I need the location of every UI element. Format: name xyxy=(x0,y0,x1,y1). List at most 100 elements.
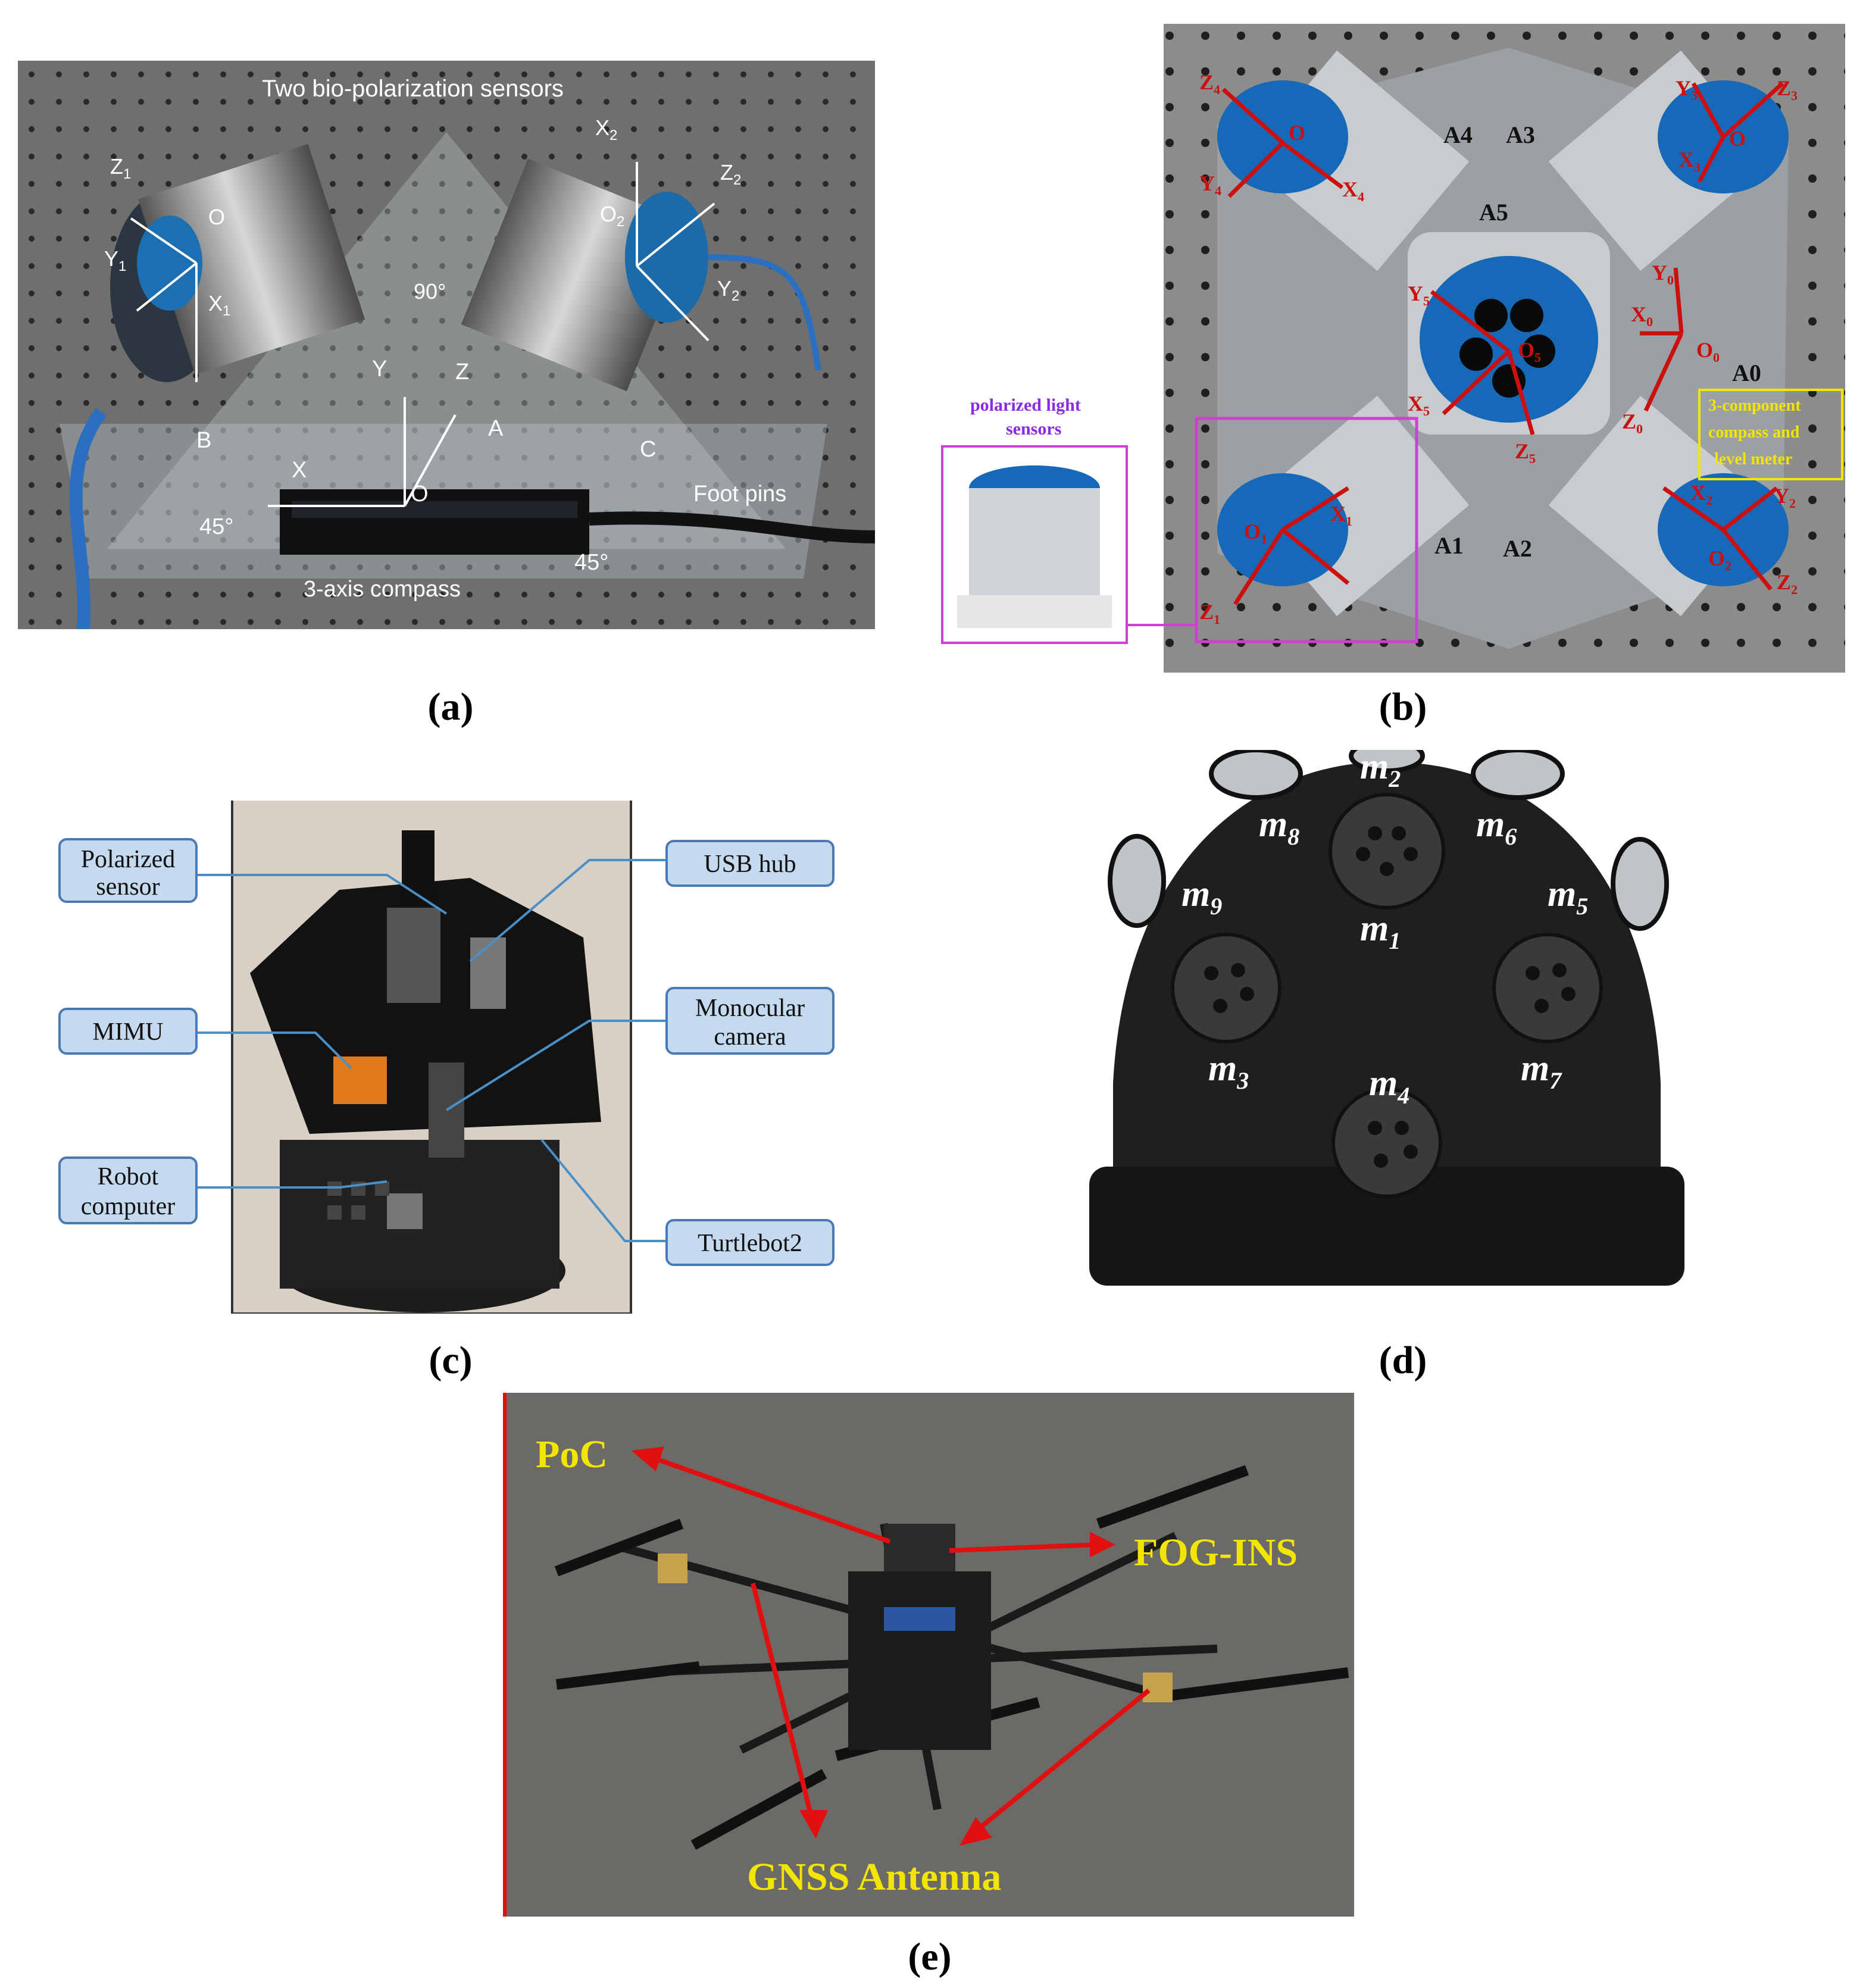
caption-b: (b) xyxy=(1379,685,1427,729)
svg-text:Z0: Z0 xyxy=(1622,410,1643,436)
svg-text:Z3: Z3 xyxy=(1777,76,1798,103)
panel-a-image: Two bio-polarization sensors Z1 O Y1 X1 … xyxy=(18,61,875,629)
z1-label-b: Z xyxy=(1199,600,1214,624)
svg-text:X4: X4 xyxy=(1342,177,1364,204)
a2-label: A2 xyxy=(1503,535,1532,562)
m3-sub: 3 xyxy=(1236,1067,1249,1094)
m4-sub: 4 xyxy=(1397,1082,1409,1109)
label-turtlebot2: Turtlebot2 xyxy=(665,1219,834,1266)
o4-label: O xyxy=(1289,121,1305,145)
label-monocular-camera: Monocular camera xyxy=(665,987,834,1055)
o1-label: O xyxy=(208,205,225,229)
panel-c-image: Polarized sensor USB hub MIMU Monocular … xyxy=(54,801,857,1324)
blue-cable-1 xyxy=(69,408,107,629)
label-usb-hub: USB hub xyxy=(665,840,834,887)
mimu-box xyxy=(333,1056,387,1104)
a1-label: A1 xyxy=(1434,532,1464,559)
svg-text:m9: m9 xyxy=(1182,874,1222,920)
y3-sub: 3 xyxy=(1691,88,1698,103)
svg-text:Y2: Y2 xyxy=(717,276,739,304)
svg-text:X1: X1 xyxy=(1330,502,1352,529)
svg-text:Z2: Z2 xyxy=(720,160,741,188)
svg-text:X1: X1 xyxy=(208,291,230,319)
y0-sub: 0 xyxy=(1667,273,1674,287)
svg-text:O2: O2 xyxy=(600,202,624,230)
caption-c: (c) xyxy=(429,1339,473,1382)
svg-text:Y3: Y3 xyxy=(1676,76,1698,103)
svg-text:Z1: Z1 xyxy=(1199,600,1220,627)
meter-label-1: 3-component xyxy=(1708,396,1801,415)
y2-sub: 2 xyxy=(732,288,739,304)
inset-label-1: polarized light xyxy=(970,395,1081,415)
svg-text:X2: X2 xyxy=(1690,481,1712,508)
robot-label-2: computer xyxy=(81,1193,176,1220)
y5-label: Y xyxy=(1408,282,1423,305)
x3-label: X xyxy=(1679,148,1694,171)
x2-label-b: X xyxy=(1690,481,1706,505)
m9-label: m xyxy=(1182,874,1210,914)
svg-text:m4: m4 xyxy=(1369,1063,1409,1109)
o5-sub: 5 xyxy=(1534,350,1541,365)
z0-sub: 0 xyxy=(1636,421,1643,436)
svg-text:Y1: Y1 xyxy=(104,246,126,274)
m1-label: m xyxy=(1360,908,1389,949)
z-label: Z xyxy=(455,360,469,385)
angle-right-label: 45° xyxy=(574,550,608,575)
monocular-lens xyxy=(402,830,435,902)
svg-text:O1: O1 xyxy=(1244,520,1267,546)
o2-sub: 2 xyxy=(617,214,624,230)
meter-label-2: compass and xyxy=(1708,423,1800,442)
side-windows xyxy=(1108,750,1669,931)
o0-sub: 0 xyxy=(1713,350,1720,365)
black-cable xyxy=(589,511,875,543)
x2-sub-b: 2 xyxy=(1706,493,1712,508)
y2-sub-b: 2 xyxy=(1789,496,1796,511)
m3-label: m xyxy=(1208,1048,1237,1089)
o-label: O xyxy=(411,482,429,507)
b-label: B xyxy=(196,428,211,453)
svg-text:m6: m6 xyxy=(1476,804,1517,850)
mimu-label: MIMU xyxy=(92,1018,163,1046)
svg-text:m8: m8 xyxy=(1259,804,1299,850)
monocular-label-2: camera xyxy=(714,1023,786,1051)
z2-label-b: Z xyxy=(1777,570,1791,594)
svg-text:Z4: Z4 xyxy=(1199,70,1220,97)
caption-d: (d) xyxy=(1379,1339,1427,1382)
sensor-ports xyxy=(1171,793,1603,1198)
x3-sub: 3 xyxy=(1694,160,1701,174)
m8-label: m xyxy=(1259,804,1287,845)
m7-sub: 7 xyxy=(1549,1067,1562,1094)
a-label: A xyxy=(488,416,504,441)
compass-label: 3-axis compass xyxy=(304,577,461,602)
svg-text:Y5: Y5 xyxy=(1408,282,1430,308)
svg-text:m1: m1 xyxy=(1360,908,1401,954)
angle-90-label: 90° xyxy=(414,279,446,304)
y1-sub: 1 xyxy=(118,258,126,274)
foot-pins-label: Foot pins xyxy=(693,482,786,507)
x1-sub: 1 xyxy=(223,303,230,319)
z3-label: Z xyxy=(1777,76,1791,100)
x4-sub: 4 xyxy=(1358,189,1364,204)
polarized-label-2: sensor xyxy=(96,873,160,901)
z3-sub: 3 xyxy=(1791,88,1798,103)
svg-text:X3: X3 xyxy=(1679,148,1701,174)
svg-text:Z5: Z5 xyxy=(1515,439,1536,466)
z2-sub-b: 2 xyxy=(1791,582,1798,597)
panel-b-image: polarized light sensors Z4 Y4 X4 O A4 A3… xyxy=(937,18,1845,673)
z2-label: Z xyxy=(720,160,733,185)
svg-text:X2: X2 xyxy=(595,115,617,143)
robot-label-1: Robot xyxy=(98,1163,159,1190)
acrylic-triangle xyxy=(107,132,786,549)
m2-sub: 2 xyxy=(1388,765,1401,792)
o2-label: O xyxy=(600,202,617,226)
m4-label: m xyxy=(1369,1063,1398,1104)
panel-a-title: Two bio-polarization sensors xyxy=(262,76,564,102)
m1-sub: 1 xyxy=(1389,927,1401,954)
caption-e: (e) xyxy=(908,1935,952,1978)
panel-d-image: m2 m8 m6 m9 m5 m1 m3 m7 m4 xyxy=(1077,750,1696,1298)
gnss-antenna-left xyxy=(658,1553,687,1583)
o2-sub-b: 2 xyxy=(1725,558,1731,573)
y-label: Y xyxy=(372,357,387,382)
x5-sub: 5 xyxy=(1423,404,1430,418)
z5-label: Z xyxy=(1515,439,1529,463)
